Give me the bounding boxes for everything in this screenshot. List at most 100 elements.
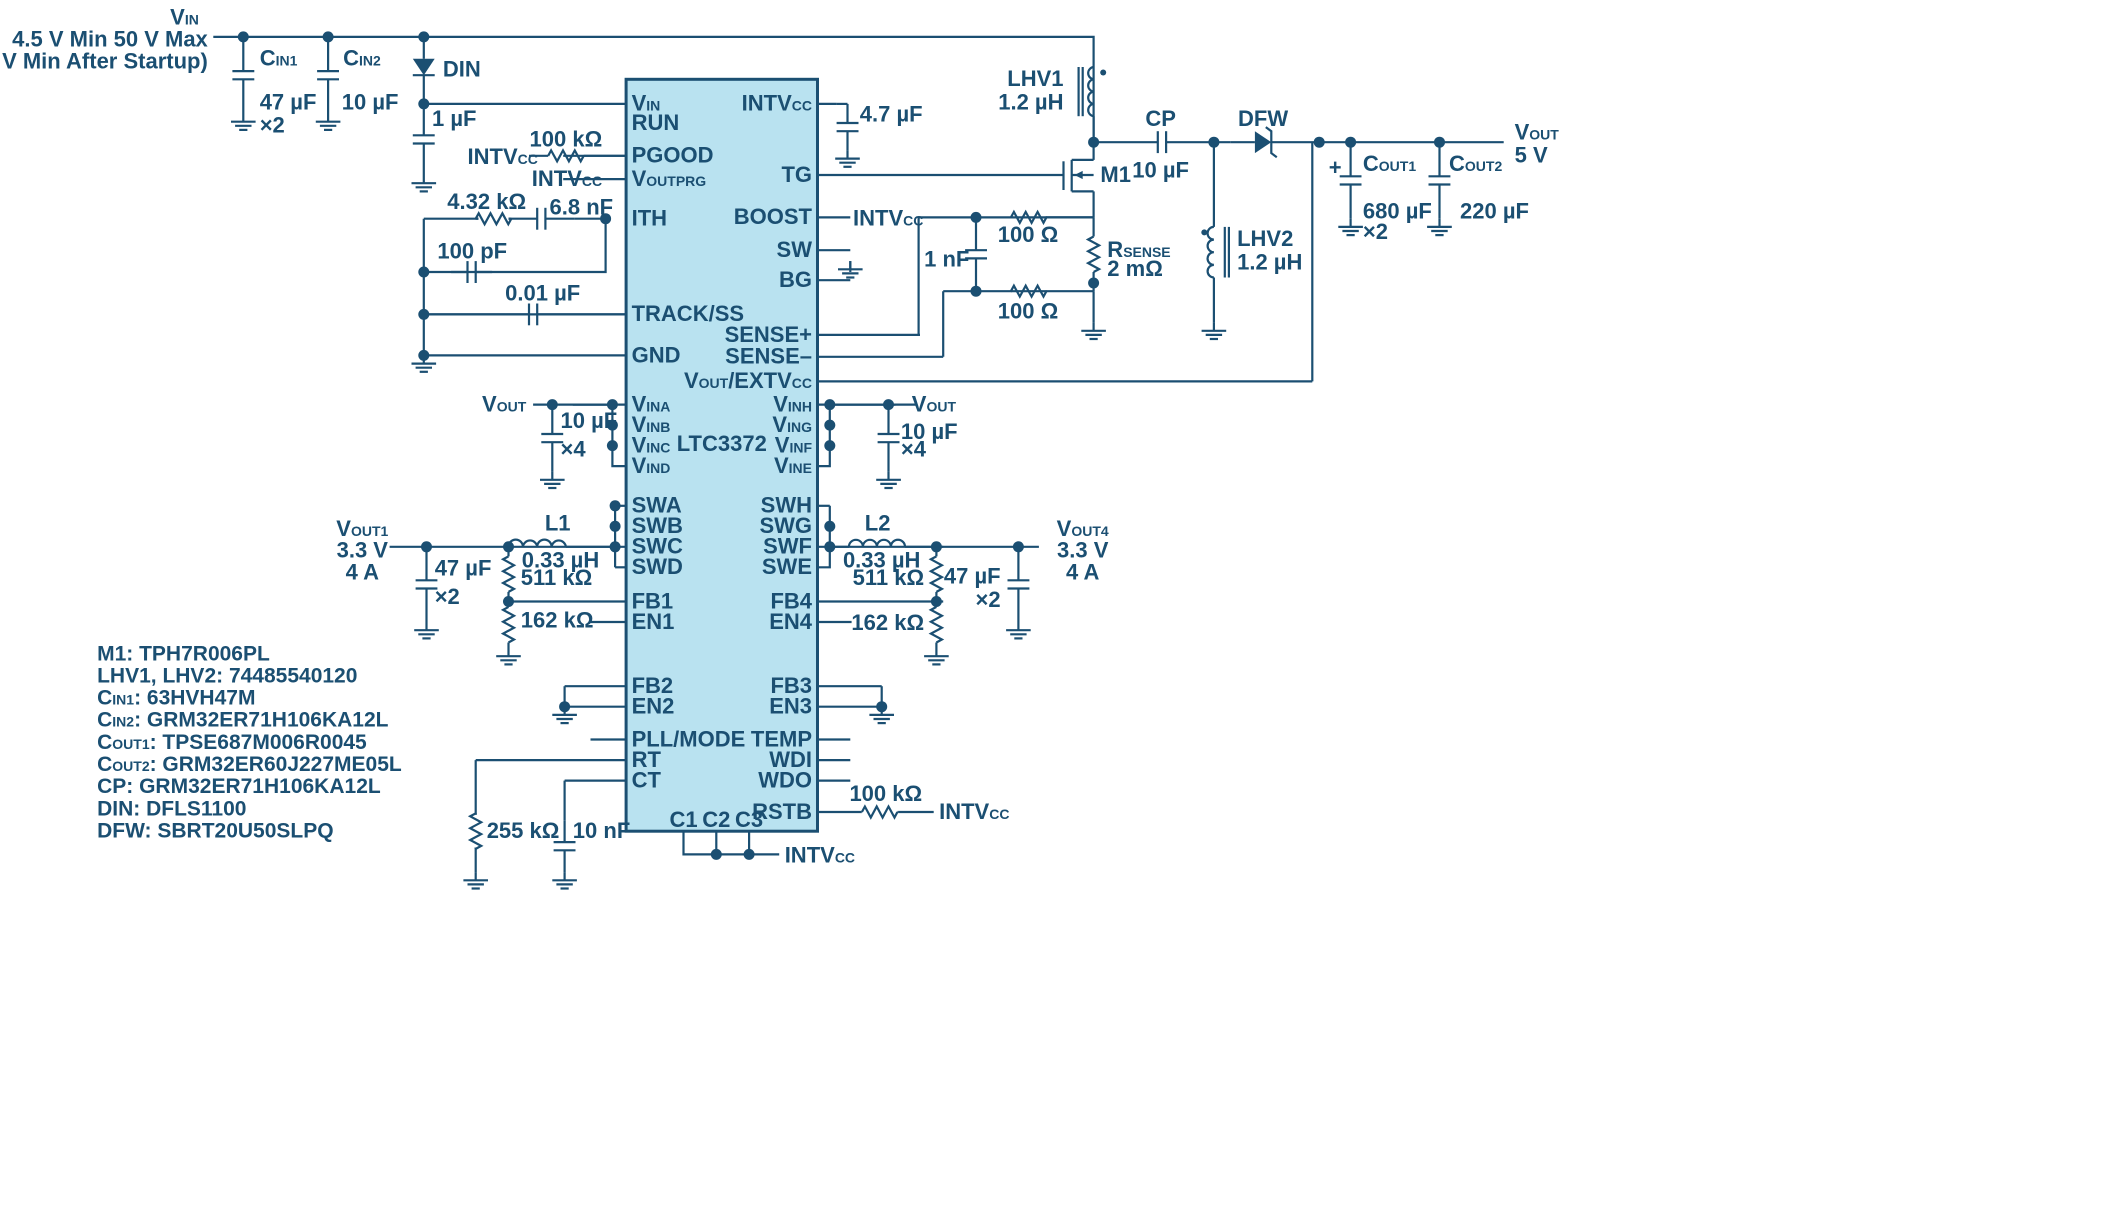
- junction-dot: [970, 285, 982, 297]
- r-fb4-bottom-value: 162 kΩ: [851, 610, 924, 635]
- lhv1-inductor-polarity-dot: [1100, 69, 1107, 76]
- m1-arrow: [1074, 170, 1083, 180]
- pin-right-10: VINF: [775, 433, 813, 458]
- junction-dot: [876, 701, 888, 713]
- l1-value: 0.33 µH: [522, 547, 600, 572]
- junction-dot: [418, 349, 430, 361]
- labels: LTC3372VINRUNPGOODVOUTPRGITHTRACK/SSGNDV…: [0, 5, 1559, 868]
- r-fb1-bottom-value: 162 kΩ: [521, 608, 594, 633]
- cp-label: CP: [1145, 106, 1176, 131]
- junction-dot: [600, 213, 612, 225]
- vout-h-label: VOUT: [912, 392, 957, 417]
- junction-dot: [824, 399, 836, 411]
- vout-value: 5 V: [1515, 143, 1548, 168]
- lhv1-value: 1.2 µH: [998, 89, 1063, 114]
- c-h-value: 10 µF: [901, 419, 958, 444]
- bom-line: M1: TPH7R006PL: [97, 642, 270, 665]
- junction-dot: [743, 848, 755, 860]
- cout1-label: COUT1: [1363, 151, 1416, 176]
- pin-right-2: BOOST: [734, 204, 813, 229]
- pin-left-10: VIND: [632, 453, 671, 478]
- rstb-intvcc-label: INTVCC: [939, 799, 1009, 824]
- bom-line: COUT2: GRM32ER60J227ME05L: [97, 753, 402, 776]
- pin-left-21: CT: [632, 767, 662, 792]
- wires: [213, 35, 1504, 881]
- junction-dot: [1345, 136, 1357, 148]
- ic-name: LTC3372: [677, 431, 767, 456]
- vout-a-label: VOUT: [482, 392, 527, 417]
- junction-dots: [237, 31, 1445, 860]
- pin-right-11: VINE: [774, 453, 812, 478]
- l1-inductor: [507, 538, 567, 548]
- ltc3372-ic: [624, 77, 819, 833]
- c-intvcc-value: 4.7 µF: [860, 102, 923, 127]
- pin-left-1: RUN: [632, 110, 680, 135]
- c-1u-label: 1 µF: [432, 106, 476, 131]
- lhv2-inductor-polarity-dot: [1201, 229, 1208, 236]
- pin-right-22: WDO: [758, 767, 812, 792]
- c-o4-multiplier: ×2: [976, 587, 1001, 612]
- pin-right-7: VOUT/EXTVCC: [684, 368, 812, 393]
- lhv2-label: LHV2: [1237, 226, 1293, 251]
- cin1-value: 47 µF: [260, 89, 317, 114]
- dfw-label: DFW: [1238, 106, 1288, 131]
- vout4-voltage: 3.3 V: [1057, 538, 1109, 563]
- vin-rail: [213, 35, 1095, 141]
- l2-label: L2: [865, 510, 891, 535]
- junction-dot: [418, 266, 430, 278]
- junction-dot: [1012, 541, 1024, 553]
- vout1-label: VOUT1: [336, 516, 388, 541]
- bom-line: COUT1: TPSE687M006R0045: [97, 731, 367, 754]
- vout1-current: 4 A: [346, 560, 380, 585]
- pin-right-15: SWE: [762, 554, 812, 579]
- cout1-multiplier: ×2: [1363, 219, 1388, 244]
- lhv1-inductor: [1087, 65, 1094, 118]
- junction-dot: [322, 31, 334, 43]
- junction-dot: [824, 440, 836, 452]
- junction-dot: [609, 541, 621, 553]
- c-a-value: 10 µF: [561, 408, 618, 433]
- pin-right-0: INTVCC: [742, 91, 812, 116]
- c-a-multiplier: ×4: [561, 437, 587, 462]
- pin-left-15: FB1: [632, 588, 674, 613]
- r-sense-plus-resistor: [1009, 209, 1048, 226]
- c-pins-intvcc-label: INTVCC: [785, 843, 855, 868]
- c-o1-multiplier: ×2: [435, 584, 460, 609]
- vout1-voltage: 3.3 V: [337, 538, 389, 563]
- bom-line: CP: GRM32ER71H106KA12L: [97, 775, 381, 798]
- cin1-label: CIN1: [260, 46, 298, 71]
- c-ith-value: 6.8 nF: [550, 195, 614, 220]
- junction-dot: [606, 440, 618, 452]
- din-label: DIN: [443, 57, 481, 82]
- rsense-value: 2 mΩ: [1107, 256, 1163, 281]
- dfw-diode-cathode: [1265, 126, 1278, 159]
- junction-dot: [606, 419, 618, 431]
- vin-label: VIN: [170, 5, 199, 30]
- cp-value: 10 µF: [1132, 158, 1189, 183]
- r-sense-minus-value: 100 Ω: [998, 299, 1058, 324]
- pin-right-4: BG: [779, 267, 812, 292]
- pin-bottom-1: C2: [702, 807, 730, 832]
- pin-left-0: VIN: [632, 91, 661, 116]
- l2-value: 0.33 µH: [843, 547, 921, 572]
- vin-h-tie: [817, 404, 831, 468]
- cin1-multiplier: ×2: [260, 113, 285, 138]
- r-sense-minus-resistor: [1009, 283, 1048, 299]
- r-fb4-bottom-resistor: [928, 605, 945, 644]
- junction-dot: [1088, 136, 1100, 148]
- pin-left-7: VINA: [632, 392, 671, 417]
- pin-left-5: TRACK/SS: [632, 301, 744, 326]
- r-rstb-resistor: [860, 804, 899, 820]
- junction-dot: [418, 308, 430, 320]
- r-fb1-top-value: 511 kΩ: [521, 565, 592, 590]
- r-rt-value: 255 kΩ: [487, 818, 560, 843]
- pin-left-13: SWC: [632, 534, 683, 559]
- junction-dot: [930, 541, 942, 553]
- pin-left-8: VINB: [632, 412, 671, 437]
- junction-dot: [418, 98, 430, 110]
- junction-dot: [559, 701, 571, 713]
- junction-dot: [609, 520, 621, 532]
- r-fb1-bottom-resistor: [500, 605, 517, 644]
- pin-left-3: VOUTPRG: [632, 166, 707, 191]
